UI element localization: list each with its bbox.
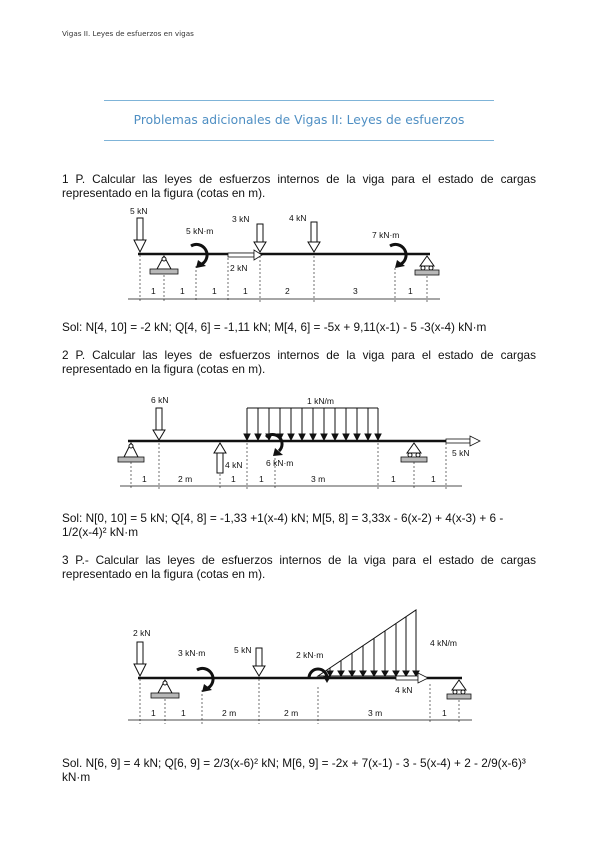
dimension-label: 3 m xyxy=(368,708,382,718)
moment-arrow-icon xyxy=(264,432,284,453)
point-load-arrow-icon xyxy=(133,641,147,678)
load-label: 2 kN xyxy=(133,628,150,638)
problem-3-figure: 4 kN/m 2 kN 3 kN·m 5 kN 2 kN·m 4 kN xyxy=(128,609,472,724)
roller-support-icon xyxy=(400,442,428,463)
axial-load-arrow-icon xyxy=(395,672,429,684)
problem-2-statement: 2 P. Calcular las leyes de esfuerzos int… xyxy=(62,348,536,376)
load-label: 1 kN/m xyxy=(307,396,334,406)
title-rule-bottom xyxy=(104,140,494,141)
load-label: 5 kN xyxy=(452,448,469,458)
moment-arrow-icon xyxy=(190,242,209,266)
load-label: 4 kN xyxy=(289,213,306,223)
dimension-label: 1 xyxy=(243,286,248,296)
dimension-label: 3 m xyxy=(311,474,325,484)
document-title: Problemas adicionales de Vigas II: Leyes… xyxy=(133,113,465,127)
pin-support-icon xyxy=(117,441,145,463)
dimension-label: 1 xyxy=(151,708,156,718)
dimension-label: 1 xyxy=(431,474,436,484)
dimension-label: 1 xyxy=(259,474,264,484)
problem-3-solution: Sol. N[6, 9] = 4 kN; Q[6, 9] = 2/3(x-6)²… xyxy=(62,756,526,784)
dimension-label: 2 xyxy=(285,286,290,296)
problem-3-statement: 3 P.- Calcular las leyes de esfuerzos in… xyxy=(62,553,536,581)
triangular-load-icon xyxy=(316,609,420,677)
dimension-label: 1 xyxy=(180,286,185,296)
pin-support-icon xyxy=(149,254,179,275)
load-label: 7 kN·m xyxy=(372,230,399,240)
running-header: Vigas II. Leyes de esfuerzos en vigas xyxy=(62,29,194,38)
dimension-label: 3 xyxy=(353,286,358,296)
dimension-label: 2 m xyxy=(178,474,192,484)
load-label: 6 kN·m xyxy=(266,458,293,468)
problem-2-solution: Sol: N[0, 10] = 5 kN; Q[4, 8] = -1,33 +1… xyxy=(62,511,504,539)
dimension-label: 1 xyxy=(181,708,186,718)
dimension-label: 1 xyxy=(231,474,236,484)
axial-load-arrow-icon xyxy=(445,435,481,447)
axial-load-arrow-icon xyxy=(227,249,263,261)
load-label: 2 kN xyxy=(230,263,247,273)
dimension-label: 1 xyxy=(408,286,413,296)
dimension-label: 1 xyxy=(151,286,156,296)
point-load-arrow-icon xyxy=(133,217,147,254)
dimension-label: 1 xyxy=(212,286,217,296)
dimension-label: 2 m xyxy=(222,708,236,718)
dimension-label: 1 xyxy=(391,474,396,484)
distributed-load-icon xyxy=(243,407,382,442)
title-rule-top xyxy=(104,100,494,101)
problem-1-solution: Sol: N[4, 10] = -2 kN; Q[4, 6] = -1,11 k… xyxy=(62,320,487,334)
load-label: 5 kN xyxy=(234,645,251,655)
load-label: 4 kN xyxy=(225,460,242,470)
point-load-arrow-icon xyxy=(252,647,266,677)
load-label: 3 kN·m xyxy=(178,648,205,658)
load-label: 5 kN·m xyxy=(186,226,213,236)
dimension-label: 2 m xyxy=(284,708,298,718)
point-load-arrow-icon xyxy=(307,221,321,253)
moment-arrow-icon xyxy=(196,666,215,690)
point-load-arrow-icon xyxy=(152,407,166,441)
load-label: 5 kN xyxy=(130,206,147,216)
load-label: 4 kN/m xyxy=(430,638,457,648)
problem-2-figure: 1 kN/m 6 kN 4 kN 6 kN·m 5 kN xyxy=(117,395,481,490)
load-label: 6 kN xyxy=(151,395,168,405)
roller-support-icon xyxy=(446,679,472,700)
problem-1-statement: 1 P. Calcular las leyes de esfuerzos int… xyxy=(62,172,536,200)
problem-1-figure: 5 kN 5 kN·m 3 kN 2 kN 4 kN 7 kN·m 1 1 1 … xyxy=(128,206,440,302)
moment-arrow-icon xyxy=(389,242,408,266)
roller-support-icon xyxy=(414,255,440,276)
load-label: 2 kN·m xyxy=(296,650,323,660)
moment-arrow-icon xyxy=(307,667,329,679)
dimension-label: 1 xyxy=(142,474,147,484)
pin-support-icon xyxy=(150,678,180,699)
dimension-label: 1 xyxy=(442,708,447,718)
load-label: 4 kN xyxy=(395,685,412,695)
point-load-arrow-icon xyxy=(253,223,267,253)
point-load-arrow-icon xyxy=(213,442,227,474)
load-label: 3 kN xyxy=(232,214,249,224)
